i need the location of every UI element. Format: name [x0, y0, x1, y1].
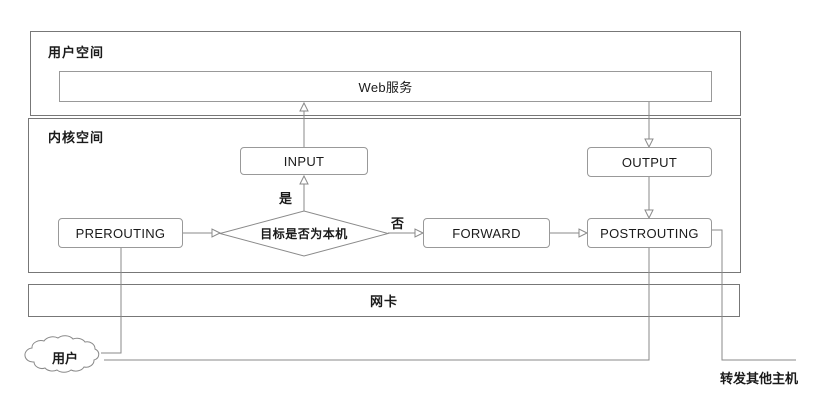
nic-bar: 网卡: [28, 284, 740, 317]
node-prerouting: PREROUTING: [58, 218, 183, 248]
node-forward: FORWARD: [423, 218, 550, 248]
kernel-space-label: 内核空间: [48, 130, 105, 145]
decision-label: 目标是否为本机: [260, 227, 348, 241]
user-space-container: [30, 31, 741, 116]
node-input: INPUT: [240, 147, 368, 175]
forward-other-hosts-label: 转发其他主机: [720, 371, 799, 386]
node-postrouting: POSTROUTING: [587, 218, 712, 248]
user-cloud-label: 用户: [51, 351, 78, 366]
no-branch-label: 否: [391, 216, 405, 231]
kernel-space-container: [28, 118, 741, 273]
node-web-service: Web服务: [59, 71, 712, 102]
yes-branch-label: 是: [279, 191, 293, 206]
node-output: OUTPUT: [587, 147, 712, 177]
user-space-label: 用户空间: [48, 45, 105, 60]
